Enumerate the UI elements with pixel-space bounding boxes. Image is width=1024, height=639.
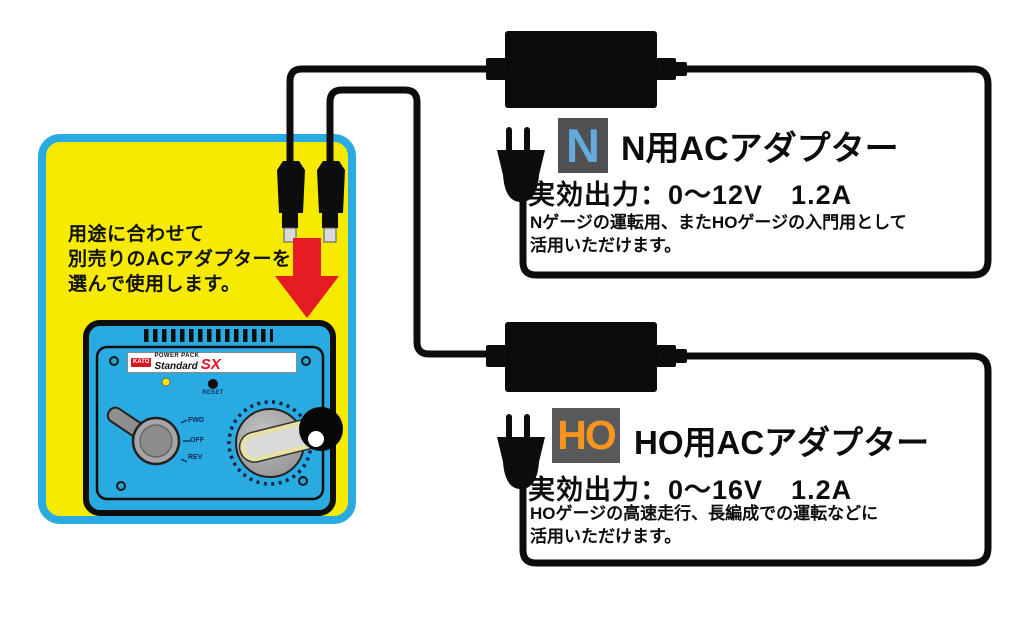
- power-brick-ho: [486, 322, 687, 392]
- adapter-n-desc-line: Nゲージの運転用、またHOゲージの入門用として: [530, 213, 907, 232]
- note-line: 別売りのACアダプターを: [68, 249, 292, 270]
- throttle-dial: [227, 400, 343, 486]
- note-text: 用途に合わせて 別売りのACアダプターを 選んで使用します。: [68, 222, 348, 297]
- model-label: Standard: [154, 361, 198, 372]
- adapter-ho-spec: 実効出力：0〜16V 1.2A: [528, 475, 853, 505]
- adapter-ho-desc-line: HOゲージの高速走行、長編成での運転などに: [530, 504, 879, 523]
- direction-label-rev: REV: [188, 454, 203, 461]
- dc-plug-left-icon: [276, 160, 306, 243]
- dc-cable-ho: [326, 86, 488, 358]
- screw-icon: [298, 476, 308, 486]
- model-suffix-label: SX: [200, 356, 221, 373]
- dc-plug-right-icon: [316, 160, 346, 243]
- brand-logo: KATO: [131, 358, 152, 367]
- ac-cable-n: [519, 65, 992, 279]
- power-brick-n: [486, 31, 687, 108]
- vent-slots: [141, 329, 273, 342]
- down-arrow-icon: [275, 238, 339, 318]
- adapter-n-title: N用ACアダプター: [621, 130, 899, 168]
- screw-icon: [301, 356, 311, 366]
- adapter-ho-title: HO用ACアダプター: [634, 424, 930, 461]
- adapter-n-description: Nゲージの運転用、またHOゲージの入門用として 活用いただけます。: [530, 211, 907, 257]
- product-line-label: POWER PACK: [154, 353, 200, 359]
- direction-label-off: OFF: [190, 437, 204, 444]
- note-line: 用途に合わせて: [68, 224, 205, 245]
- direction-switch: [106, 406, 190, 466]
- adapter-ho-description: HOゲージの高速走行、長編成での運転などに 活用いただけます。: [530, 502, 878, 548]
- direction-label-fwd: FWD: [188, 417, 204, 424]
- screw-icon: [116, 481, 126, 491]
- power-led: [161, 377, 171, 387]
- adapter-n-desc-line: 活用いただけます。: [530, 236, 682, 255]
- reset-label: RESET: [202, 390, 224, 396]
- adapter-n-spec: 実効出力：0〜12V 1.2A: [528, 180, 853, 210]
- power-pack-label: KATO POWER PACK Standard SX: [127, 352, 297, 373]
- gauge-badge-n: N: [558, 118, 608, 173]
- screw-icon: [109, 356, 119, 366]
- note-line: 選んで使用します。: [68, 274, 241, 295]
- adapter-ho-desc-line: 活用いただけます。: [530, 527, 682, 546]
- ac-cable-ho: [519, 352, 992, 567]
- dc-cable-n: [286, 65, 488, 164]
- reset-button: [208, 379, 218, 389]
- gauge-badge-ho: HO: [552, 408, 620, 463]
